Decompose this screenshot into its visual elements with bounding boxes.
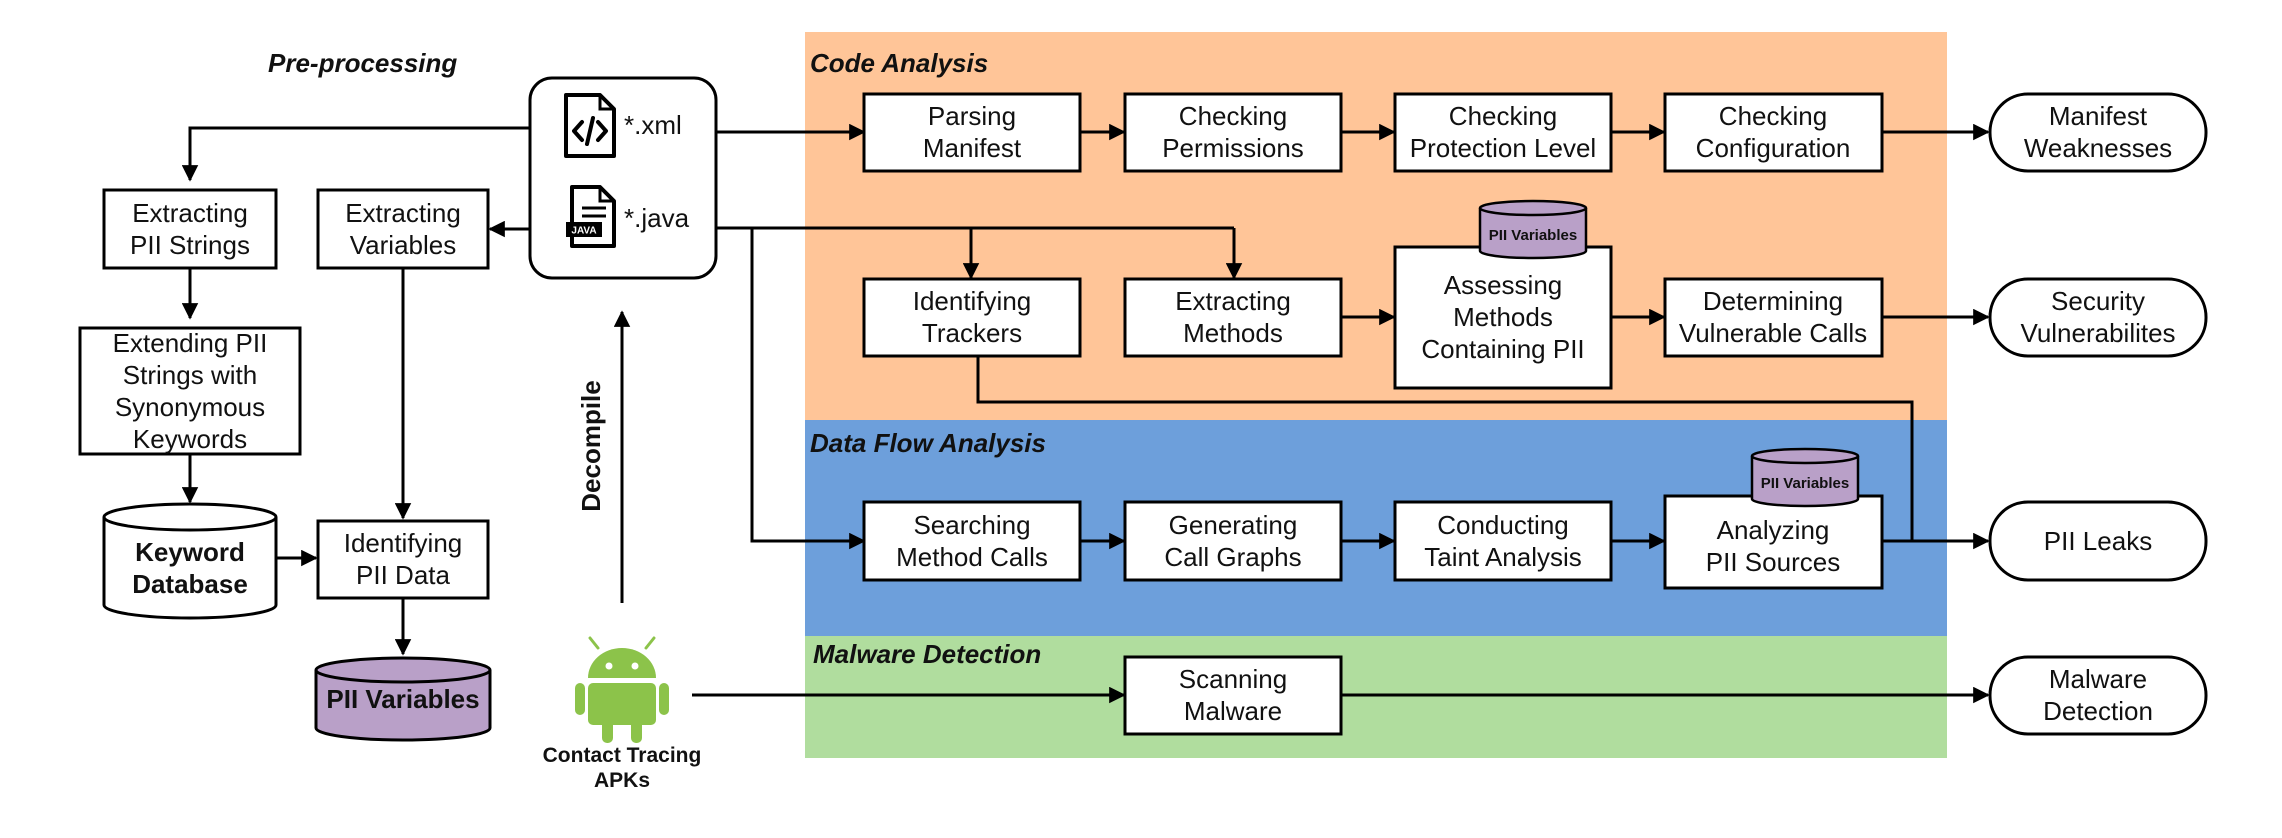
malware-detection-output-label-1: Malware xyxy=(2049,664,2147,694)
conducting-taint-analysis-node-label-2: Taint Analysis xyxy=(1424,542,1582,572)
apks-label-line2: APKs xyxy=(594,769,650,792)
identifying-pii-data-node-label-2: PII Data xyxy=(356,560,450,590)
malware-detection-title: Malware Detection xyxy=(813,639,1041,669)
extending-pii-strings-node-label-1: Extending PII xyxy=(113,328,268,358)
code-file-icon xyxy=(564,93,616,158)
conducting-taint-analysis-node-label-1: Conducting xyxy=(1437,510,1569,540)
extracting-methods-node-label-1: Extracting xyxy=(1175,286,1291,316)
security-vulnerabilities-output-label-2: Vulnerabilites xyxy=(2020,318,2175,348)
pii-leaks-output-label-1: PII Leaks xyxy=(2044,526,2152,556)
identifying-pii-data-node-label-1: Identifying xyxy=(344,528,463,558)
pii-variables-tag-code-label: PII Variables xyxy=(1489,227,1577,244)
determining-vulnerable-calls-node-label-2: Vulnerable Calls xyxy=(1679,318,1867,348)
searching-method-calls-node-label-1: Searching xyxy=(913,510,1030,540)
extracting-pii-strings-node-label-2: PII Strings xyxy=(130,230,250,260)
checking-permissions-node-label-2: Permissions xyxy=(1162,133,1304,163)
java-file-label: *.java xyxy=(624,203,690,233)
edge-trackers-to-pii-leaks xyxy=(976,356,1914,541)
parsing-manifest-node-label-2: Manifest xyxy=(923,133,1022,163)
checking-configuration-node-label-1: Checking xyxy=(1719,101,1827,131)
searching-method-calls-node-label-2: Method Calls xyxy=(896,542,1048,572)
manifest-weaknesses-output-label-2: Weaknesses xyxy=(2024,133,2172,163)
generating-call-graphs-node-label-2: Call Graphs xyxy=(1164,542,1301,572)
malware-detection-output-label-2: Detection xyxy=(2043,696,2153,726)
malware-detection-region xyxy=(805,636,1947,758)
identifying-trackers-node-label-2: Trackers xyxy=(922,318,1022,348)
edge-java-to-searching xyxy=(750,228,866,550)
security-vulnerabilities-output-label-1: Security xyxy=(2051,286,2145,316)
extracting-pii-strings-node-label-1: Extracting xyxy=(132,198,248,228)
keyword-database-label-2: Database xyxy=(132,569,248,599)
pii-variables-tag-code: PII Variables xyxy=(1478,199,1588,260)
pii-leaks-output: PII Leaks xyxy=(1988,500,2208,582)
extending-pii-strings-node-label-3: Synonymous xyxy=(115,392,265,422)
analyzing-pii-sources-node-label-2: PII Sources xyxy=(1706,547,1840,577)
decompiled-files: *.xml JAVA *.java xyxy=(528,76,718,280)
scanning-malware-node-label-1: Scanning xyxy=(1179,664,1287,694)
code-analysis-title: Code Analysis xyxy=(810,48,988,78)
analyzing-pii-sources-node-label-1: Analyzing xyxy=(1717,515,1830,545)
extracting-variables-node-label-1: Extracting xyxy=(345,198,461,228)
decompile-label: Decompile xyxy=(576,380,606,512)
apks-label-line1: Contact Tracing xyxy=(543,744,702,767)
checking-protection-level-node-label-1: Checking xyxy=(1449,101,1557,131)
keyword-database-label-1: Keyword xyxy=(135,537,245,567)
checking-permissions-node-label-1: Checking xyxy=(1179,101,1287,131)
identifying-trackers-node-label-1: Identifying xyxy=(913,286,1032,316)
assessing-methods-node-label-1: Assessing xyxy=(1444,270,1563,300)
pii-variables-tag-dataflow: PII Variables xyxy=(1750,447,1860,508)
extending-pii-strings-node-label-2: Strings with xyxy=(123,360,257,390)
java-badge-text: JAVA xyxy=(571,226,596,237)
parsing-manifest-node-label-1: Parsing xyxy=(928,101,1016,131)
extending-pii-strings-node-label-4: Keywords xyxy=(133,424,247,454)
xml-file-label: *.xml xyxy=(624,110,682,140)
manifest-weaknesses-output-label-1: Manifest xyxy=(2049,101,2148,131)
extracting-variables-node-label-2: Variables xyxy=(350,230,456,260)
pii-variables-db-label: PII Variables xyxy=(326,684,479,714)
pii-variables-tag-dataflow-label: PII Variables xyxy=(1761,475,1849,492)
checking-configuration-node-label-2: Configuration xyxy=(1696,133,1851,163)
determining-vulnerable-calls-node-label-1: Determining xyxy=(1703,286,1843,316)
code-analysis-region xyxy=(805,32,1947,420)
generating-call-graphs-node-label-1: Generating xyxy=(1169,510,1298,540)
android-icon xyxy=(575,636,669,743)
edges xyxy=(181,123,1990,704)
extracting-methods-node-label-2: Methods xyxy=(1183,318,1283,348)
scanning-malware-node-label-2: Malware xyxy=(1184,696,1282,726)
data-flow-analysis-title: Data Flow Analysis xyxy=(810,428,1046,458)
assessing-methods-node-label-3: Containing PII xyxy=(1421,334,1584,364)
checking-protection-level-node-label-2: Protection Level xyxy=(1410,133,1596,163)
java-file-icon: JAVA xyxy=(566,185,616,248)
preprocessing-title: Pre-processing xyxy=(268,48,457,78)
pii-variables-database: PII Variables xyxy=(314,656,492,742)
edge-files-to-extract-pii-strings xyxy=(181,126,530,182)
assessing-methods-node-label-2: Methods xyxy=(1453,302,1553,332)
